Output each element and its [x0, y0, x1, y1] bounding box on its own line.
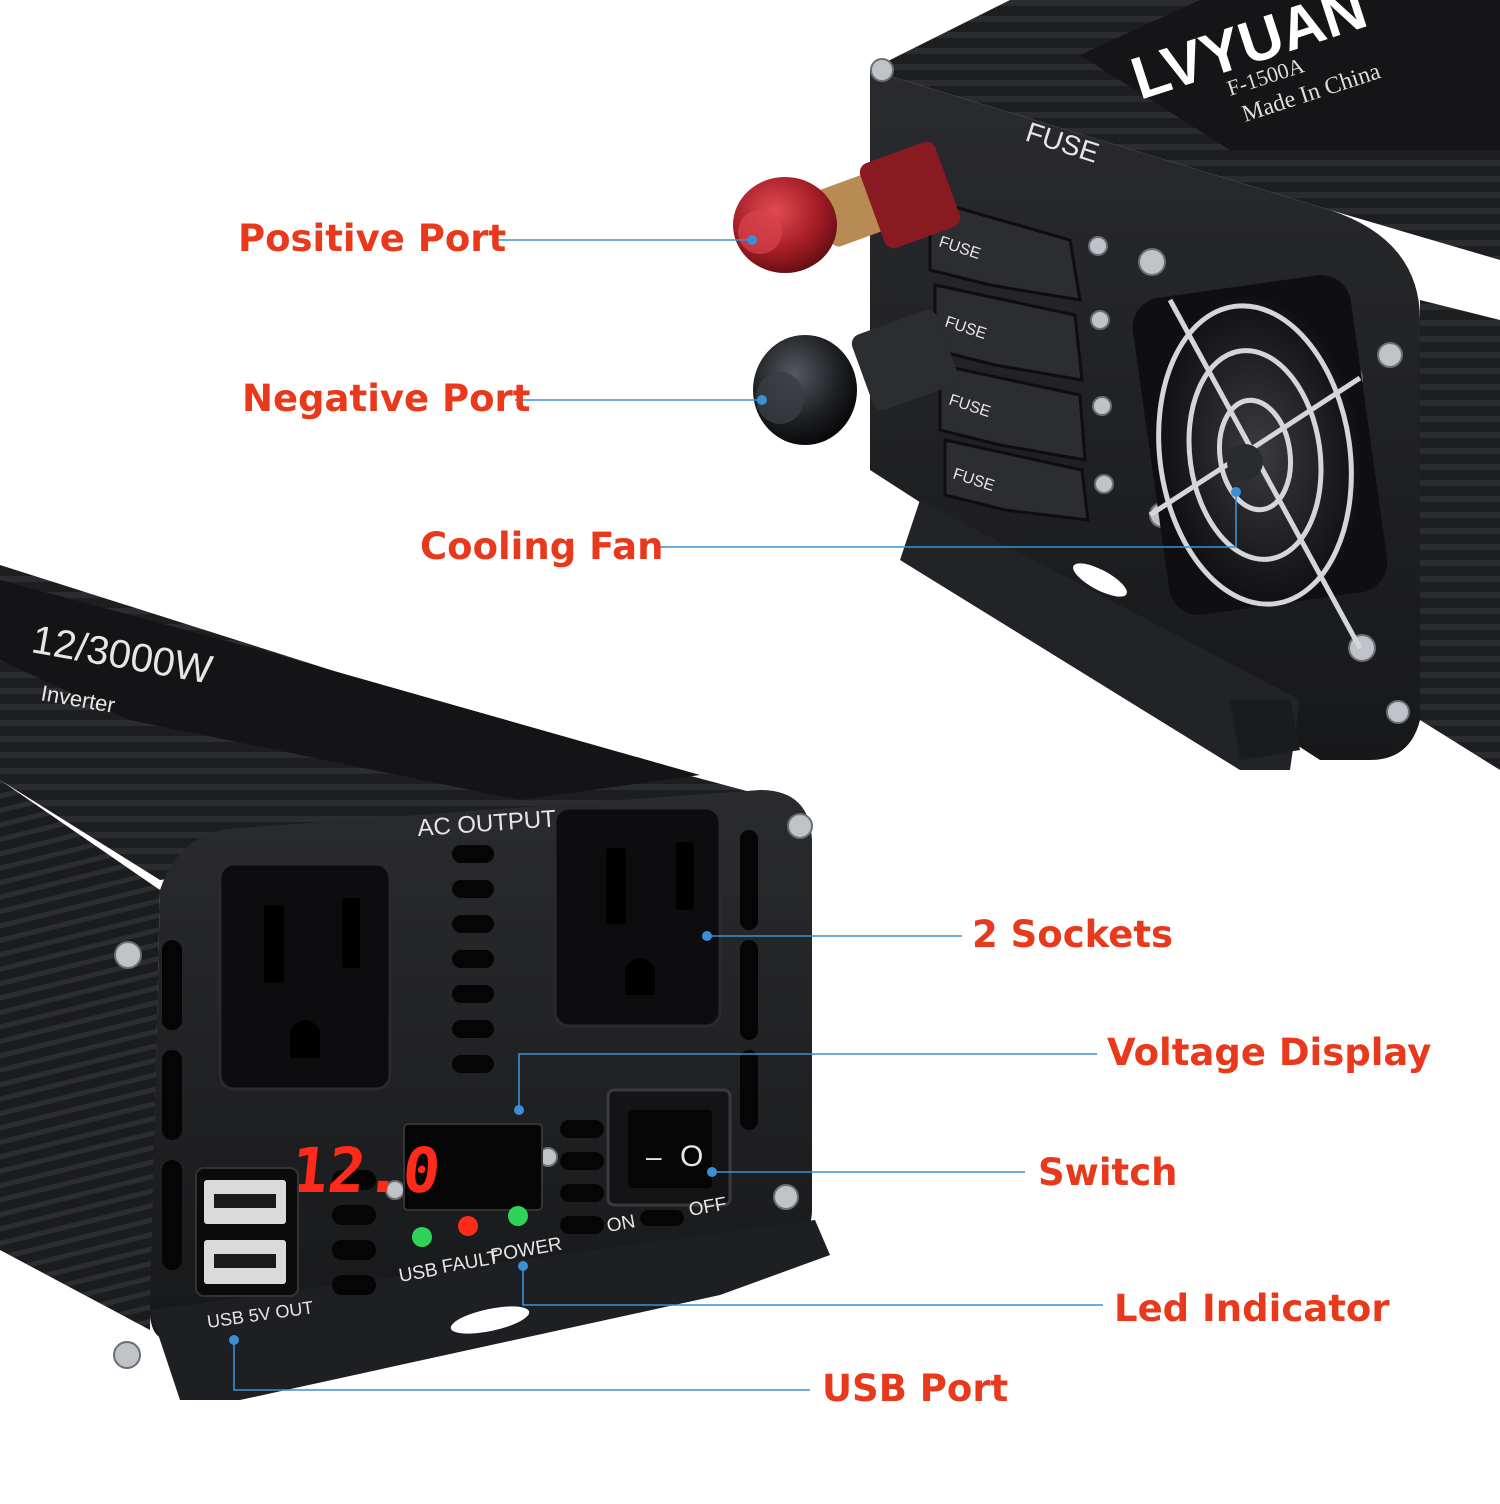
vent-slot	[740, 1050, 758, 1130]
callout-switch: Switch	[1038, 1151, 1178, 1194]
screw	[1377, 342, 1403, 368]
vent-slot	[452, 845, 494, 863]
cooling-fan	[1132, 275, 1388, 650]
vent-slot	[162, 1050, 182, 1140]
screw	[1386, 700, 1410, 724]
screw	[787, 813, 813, 839]
voltage-readout: 12.0	[287, 1134, 444, 1207]
vent-slot	[452, 1020, 494, 1038]
rear-mount-foot	[1230, 700, 1300, 760]
fuse-block	[938, 363, 1087, 462]
voltage-display: 12.0	[287, 1123, 543, 1211]
vent-slot	[640, 1210, 684, 1226]
callout-cooling-fan: Cooling Fan	[420, 525, 664, 568]
vent-slot	[332, 1205, 376, 1225]
vent-slot	[452, 1055, 494, 1073]
leader-lines	[233, 239, 1237, 1391]
vent-slot	[560, 1216, 604, 1234]
positive-terminal	[733, 141, 961, 273]
rear-inverter: FUSE FUSE FUSE FUSE FUSE	[733, 0, 1500, 770]
callout-usb-port: USB Port	[822, 1367, 1009, 1410]
switch-on-label: ON	[605, 1211, 637, 1237]
front-housing-side	[0, 780, 160, 1330]
rear-housing-side	[1420, 300, 1500, 770]
leader-cooling-fan	[660, 492, 1237, 548]
leader-usb-port	[233, 1340, 810, 1391]
negative-terminal	[753, 309, 959, 445]
vent-slot	[332, 1170, 376, 1190]
fuse-block	[928, 198, 1082, 302]
rear-mount-flange	[900, 500, 1300, 770]
ac-socket-left	[218, 862, 392, 1091]
callout-voltage-display: Voltage Display	[1107, 1031, 1432, 1074]
leader-dots	[229, 235, 1241, 1345]
vent-slot	[560, 1184, 604, 1202]
screw	[1090, 310, 1110, 330]
vent-slot	[162, 1160, 182, 1270]
vent-slot	[162, 940, 182, 1030]
leader-led-indicator	[522, 1266, 1103, 1306]
screw	[1094, 474, 1114, 494]
callout-sockets: 2 Sockets	[972, 913, 1174, 956]
vent-slot	[452, 915, 494, 933]
screw	[1092, 396, 1112, 416]
usb-led	[412, 1227, 432, 1247]
ac-socket-right	[553, 806, 722, 1028]
fault-led	[458, 1216, 478, 1236]
front-inverter: 12/3000W Inverter	[0, 565, 830, 1400]
screw	[114, 941, 142, 969]
switch-off-symbol: O	[680, 1140, 703, 1173]
vent-slot	[452, 985, 494, 1003]
switch-on-symbol: –	[646, 1141, 662, 1172]
vent-slot	[332, 1240, 376, 1260]
front-mount-slot	[450, 1306, 530, 1334]
screw	[870, 58, 894, 82]
fuse-block	[943, 438, 1090, 522]
callout-positive-port: Positive Port	[238, 217, 507, 260]
vent-slot	[560, 1120, 604, 1138]
fuse-bank: FUSE FUSE FUSE FUSE FUSE	[928, 116, 1103, 522]
leader-voltage-display	[518, 1053, 1097, 1110]
rear-label-plate	[1080, 0, 1500, 150]
callout-led-indicator: Led Indicator	[1114, 1287, 1390, 1330]
rear-mount-slot	[1073, 563, 1127, 597]
callout-negative-port: Negative Port	[242, 377, 531, 420]
screw	[1088, 236, 1108, 256]
screw	[113, 1341, 141, 1369]
vent-slot	[560, 1152, 604, 1170]
front-label-plate	[0, 580, 700, 800]
vent-slot	[740, 830, 758, 930]
screw	[1138, 248, 1166, 276]
screw	[773, 1184, 799, 1210]
vent-slot	[452, 950, 494, 968]
vent-slot	[452, 880, 494, 898]
power-led	[508, 1206, 528, 1226]
vent-slot	[740, 940, 758, 1040]
vent-slot	[332, 1275, 376, 1295]
